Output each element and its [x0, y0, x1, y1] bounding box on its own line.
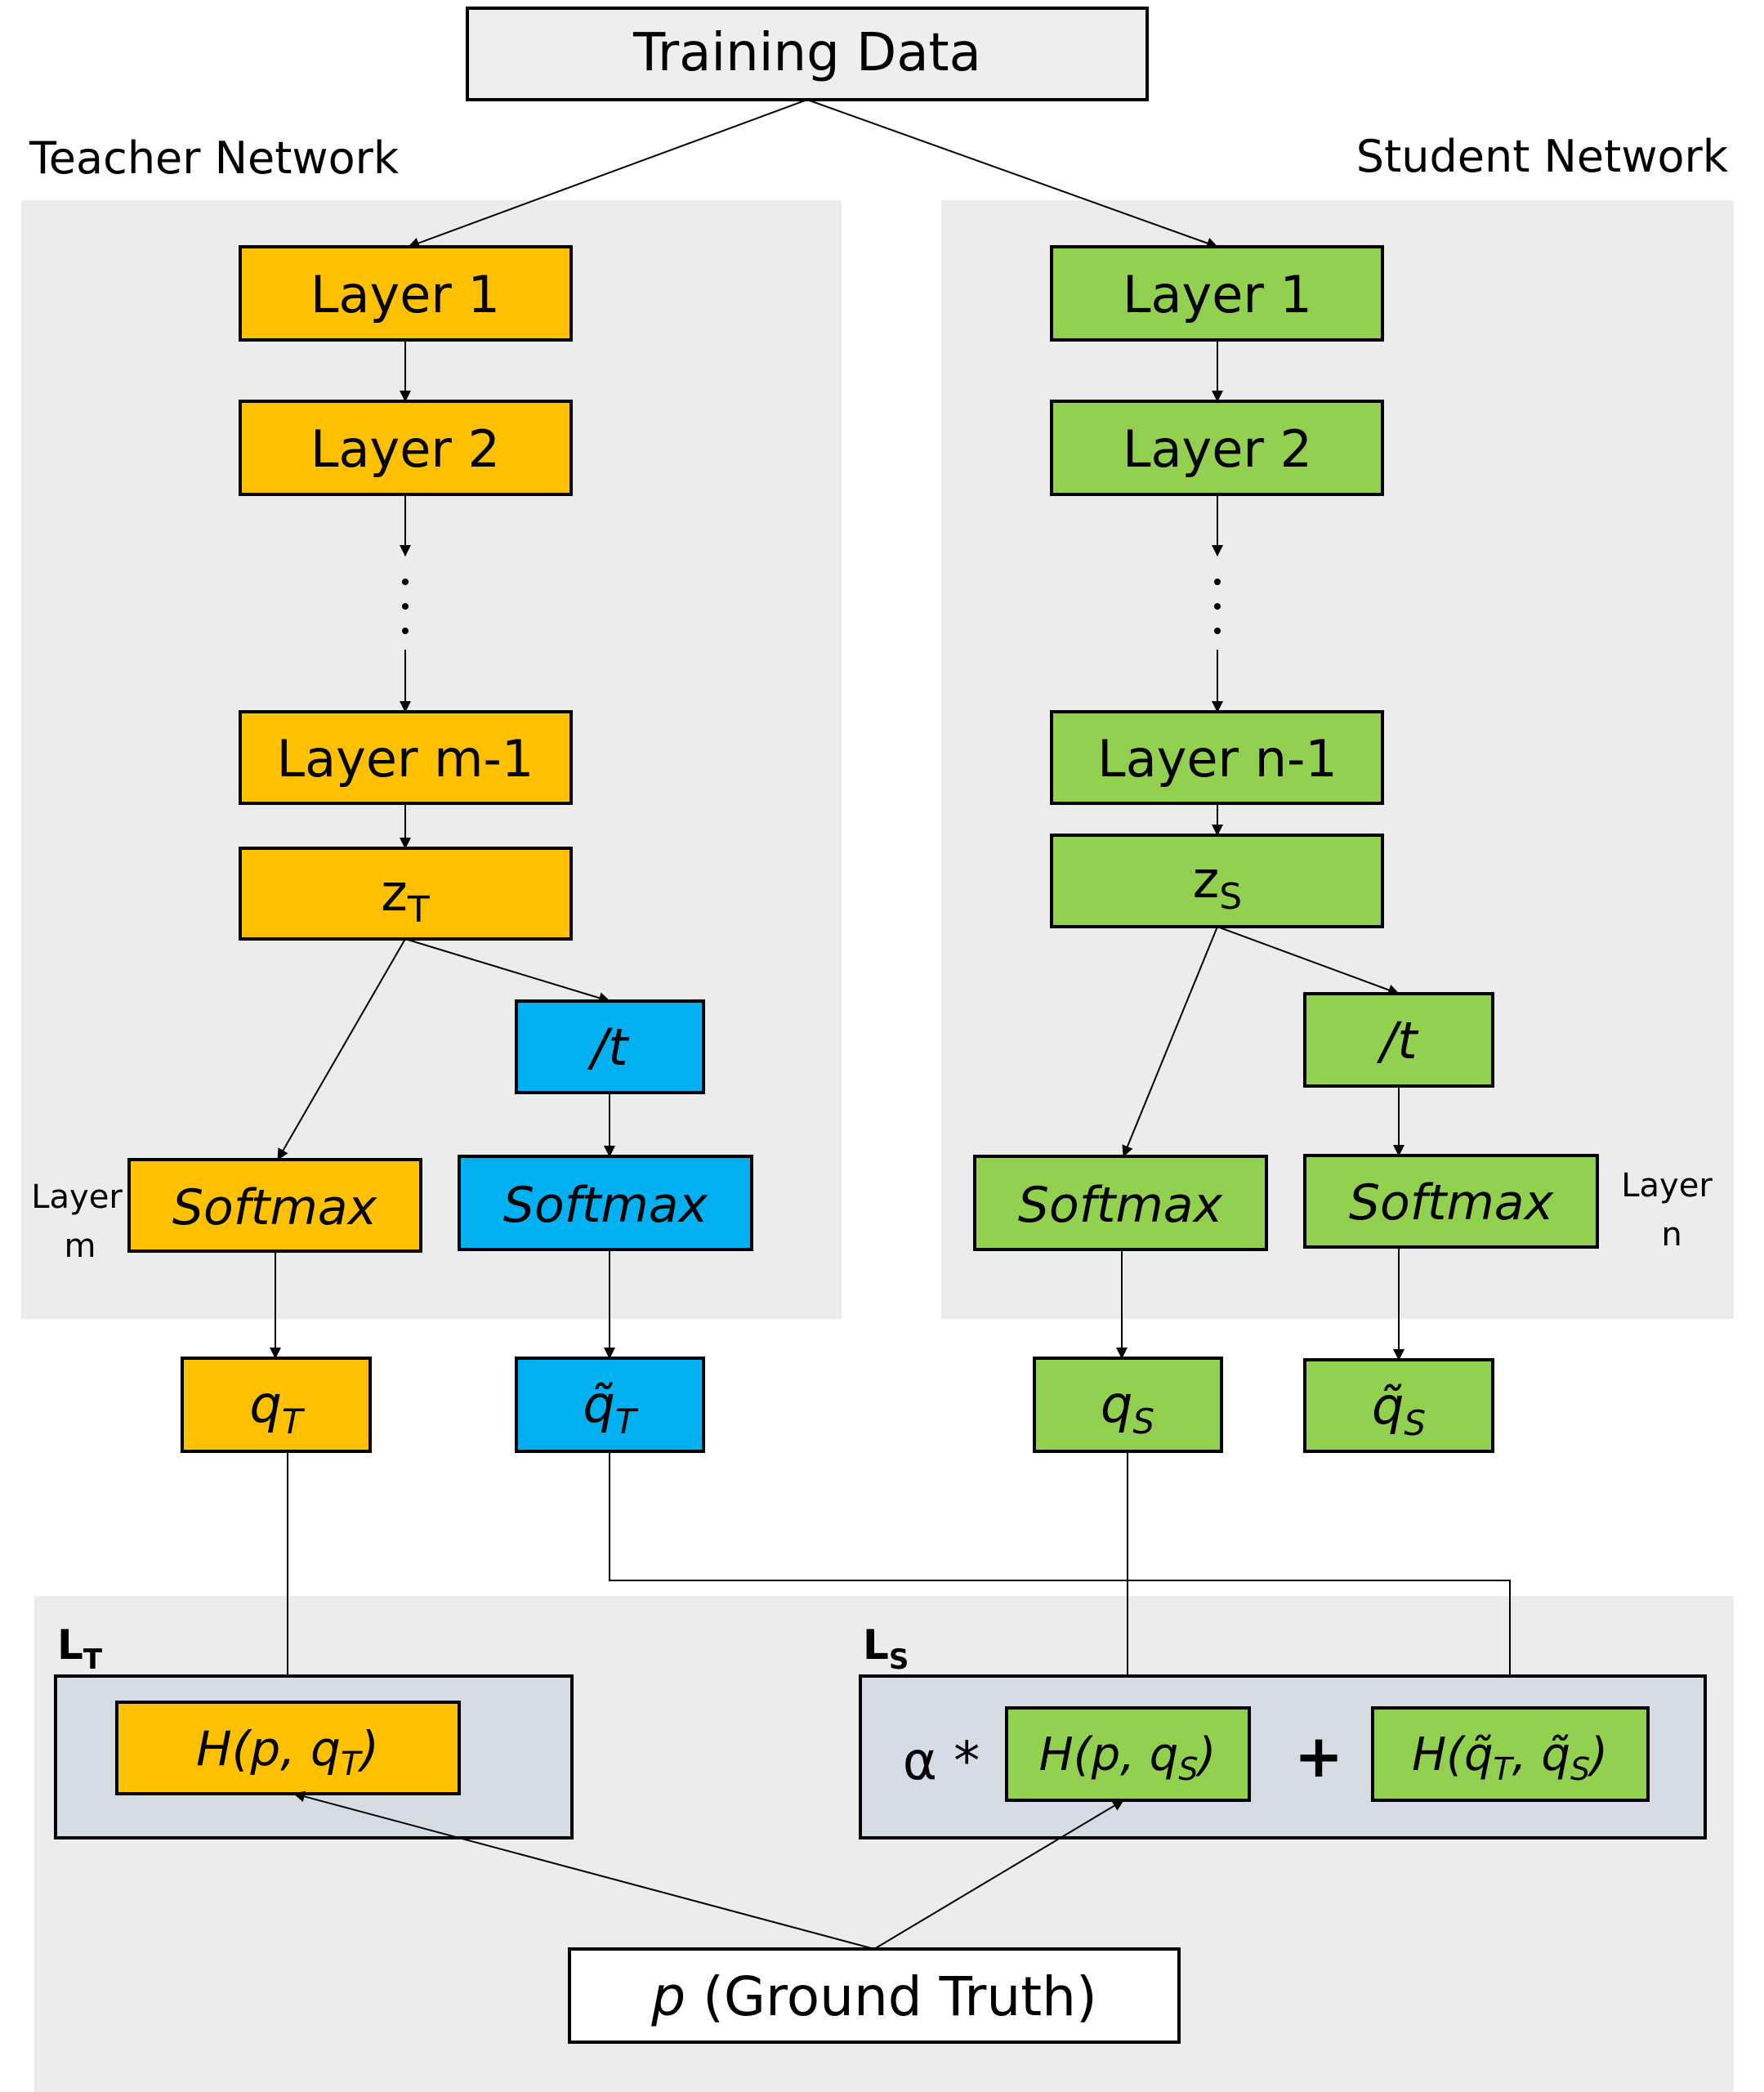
- teacher-logits-zt: zT: [239, 847, 573, 941]
- student-softmax: Softmax: [973, 1155, 1268, 1251]
- teacher-q-soft-label: q̃T: [583, 1375, 638, 1442]
- edge-t-z-temp: [404, 938, 610, 1004]
- student-layer-n-1: Layer n-1: [1050, 710, 1384, 805]
- student-soft-cross-entropy-label: H(q̃T, q̃S): [1412, 1728, 1608, 1787]
- edge-qsoft-t-to-hsoft: [609, 1451, 1516, 1709]
- student-layer-n-1-label: Layer n-1: [1097, 729, 1338, 789]
- edge-data-to-student: [806, 99, 1218, 249]
- teacher-q-label: qT: [249, 1375, 305, 1442]
- student-temperature-label: /t: [1376, 1011, 1419, 1071]
- teacher-temperature-label: /t: [587, 1017, 630, 1077]
- teacher-q-soft: q̃T: [515, 1357, 705, 1453]
- teacher-q: qT: [181, 1357, 372, 1453]
- edge-t-z-softmax: [277, 938, 406, 1160]
- teacher-network-title: Teacher Network: [29, 132, 400, 184]
- student-q: qS: [1033, 1357, 1223, 1453]
- edge-s-z-temp: [1217, 926, 1400, 996]
- student-q-soft-label: q̃S: [1372, 1376, 1426, 1443]
- training-data-box: [466, 7, 1149, 101]
- student-q-label: qS: [1101, 1375, 1154, 1442]
- teacher-layer-1-label: Layer 1: [310, 265, 500, 324]
- student-hard-cross-entropy: H(p, qS): [1005, 1706, 1251, 1802]
- student-soft-cross-entropy: H(q̃T, q̃S): [1371, 1706, 1650, 1802]
- loss-teacher-label: LT: [57, 1621, 103, 1676]
- teacher-ellipsis: [402, 579, 409, 634]
- training-data-node: Training Data: [466, 7, 1149, 101]
- student-layer-1: Layer 1: [1050, 245, 1384, 342]
- teacher-layer-2-label: Layer 2: [310, 419, 500, 479]
- student-layer-2: Layer 2: [1050, 400, 1384, 496]
- teacher-temperature: /t: [515, 999, 705, 1094]
- student-network-title: Student Network: [1356, 131, 1729, 182]
- teacher-layer-1: Layer 1: [239, 245, 573, 342]
- alpha-weight: α *: [903, 1732, 980, 1792]
- teacher-softmax-soft-label: Softmax: [503, 1177, 708, 1234]
- student-hard-cross-entropy-label: H(p, qS): [1039, 1728, 1217, 1787]
- teacher-layer-2: Layer 2: [239, 400, 573, 496]
- teacher-cross-entropy: H(p, qT): [115, 1701, 461, 1795]
- student-layer-1-label: Layer 1: [1123, 265, 1312, 324]
- teacher-softmax: Softmax: [127, 1158, 422, 1253]
- loss-student-label: LS: [863, 1621, 909, 1676]
- teacher-cross-entropy-label: H(p, qT): [196, 1721, 379, 1783]
- student-ellipsis: [1214, 579, 1221, 634]
- student-softmax-soft-label: Softmax: [1349, 1174, 1554, 1232]
- student-layer-2-label: Layer 2: [1123, 419, 1312, 479]
- edge-data-to-teacher: [408, 99, 808, 249]
- edge-gt-to-hs: [873, 1799, 1124, 1950]
- student-temperature: /t: [1303, 992, 1494, 1088]
- training-data-label: Training Data: [632, 23, 981, 83]
- ground-truth-node: p (Ground Truth): [568, 1947, 1181, 2044]
- ground-truth-label: p (Ground Truth): [650, 1965, 1096, 2028]
- teacher-layer-m-1-label: Layer m-1: [277, 729, 534, 789]
- teacher-softmax-label: Softmax: [172, 1179, 377, 1236]
- teacher-softmax-soft: Softmax: [458, 1155, 753, 1251]
- plus-sign: +: [1294, 1722, 1343, 1790]
- edge-s-z-softmax: [1122, 926, 1218, 1157]
- student-layer-n-label: Layer: [1621, 1167, 1713, 1205]
- teacher-layer-m-1: Layer m-1: [239, 710, 573, 805]
- teacher-logits-label: zT: [381, 863, 430, 931]
- student-softmax-label: Softmax: [1018, 1177, 1223, 1234]
- edge-gt-to-ht: [293, 1790, 875, 1950]
- student-logits-label: zS: [1193, 850, 1242, 918]
- student-layer-n-label-n: n: [1661, 1216, 1681, 1254]
- teacher-layer-m-label: Layer: [31, 1178, 123, 1216]
- student-logits-zs: zS: [1050, 834, 1384, 928]
- student-softmax-soft: Softmax: [1303, 1154, 1599, 1249]
- student-q-soft: q̃S: [1303, 1358, 1494, 1453]
- teacher-layer-m-label-m: m: [65, 1227, 96, 1265]
